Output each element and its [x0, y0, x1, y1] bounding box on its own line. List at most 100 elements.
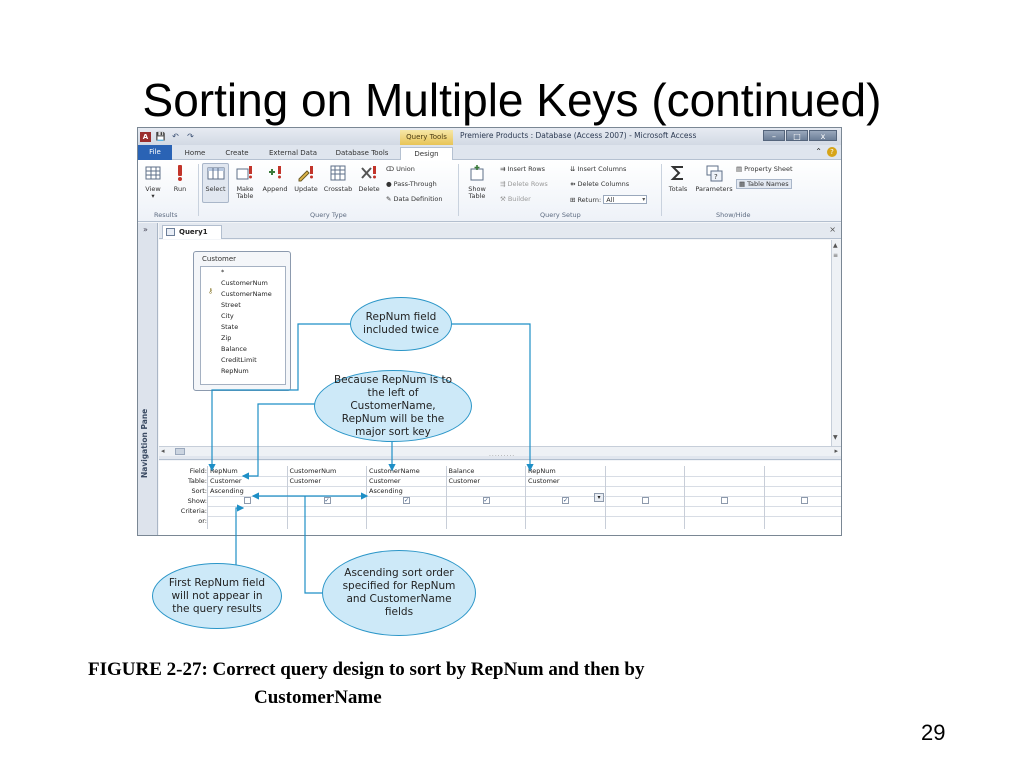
sort-dropdown-icon[interactable]: ▾	[594, 493, 604, 502]
grid-cell-table[interactable]: Customer	[369, 477, 401, 485]
close-button[interactable]: x	[809, 130, 837, 141]
primary-key-icon: ⚷	[208, 287, 214, 295]
parameters-button[interactable]: ? Parameters	[694, 164, 734, 193]
field-list-item[interactable]: State	[221, 323, 239, 331]
show-checkbox[interactable]: ✓	[323, 497, 331, 504]
show-checkbox[interactable]: ✓	[403, 497, 410, 504]
show-checkbox[interactable]	[721, 497, 728, 504]
grid-cell-field[interactable]: RepNum	[528, 467, 556, 475]
show-checkbox[interactable]	[800, 497, 808, 504]
update-button[interactable]: Update	[291, 164, 321, 193]
append-icon	[269, 166, 281, 179]
access-app-icon[interactable]: A	[140, 131, 151, 142]
delete-rows-button[interactable]: ⇶Delete Rows	[500, 180, 548, 188]
totals-button[interactable]: Totals	[665, 164, 691, 193]
scroll-down-icon[interactable]: ▼	[833, 434, 838, 441]
delete-columns-button[interactable]: ⇻Delete Columns	[570, 180, 629, 188]
append-button[interactable]: Append	[260, 164, 290, 193]
scroll-up-icon[interactable]: ▲	[833, 242, 838, 249]
return-select[interactable]: All	[603, 195, 648, 204]
field-list-item[interactable]: Street	[221, 301, 241, 309]
scroll-left-icon[interactable]: ◂	[161, 447, 165, 455]
field-list-item[interactable]: CustomerName	[221, 290, 272, 298]
data-definition-button[interactable]: ✎Data Definition	[386, 195, 443, 203]
grid-cell-sort[interactable]: Ascending	[369, 487, 403, 495]
field-list-item[interactable]: Zip	[221, 334, 232, 342]
tab-database-tools[interactable]: Database Tools	[335, 149, 389, 157]
grid-cell-table[interactable]: Customer	[210, 477, 242, 485]
redo-icon[interactable]: ↷	[187, 131, 194, 141]
callout-first-repnum: First RepNum field will not appear in th…	[152, 563, 282, 629]
tab-home[interactable]: Home	[184, 149, 206, 157]
grid-cell-table[interactable]: Customer	[448, 477, 481, 485]
crosstab-button[interactable]: Crosstab	[322, 164, 354, 193]
show-checkbox[interactable]: ✓	[562, 497, 569, 504]
customer-field-list[interactable]: Customer * ⚷ CustomerNum CustomerName St…	[193, 251, 291, 391]
scroll-right-icon[interactable]: ▸	[834, 447, 838, 455]
tab-query1[interactable]: Query1	[162, 225, 222, 239]
query-tools-context-tab: Query Tools	[400, 130, 453, 145]
field-list-item[interactable]: CustomerNum	[221, 279, 268, 287]
grid-cell-field[interactable]: CustomerName	[369, 467, 420, 475]
design-grid-column[interactable]	[684, 466, 764, 529]
show-checkbox[interactable]	[641, 497, 649, 504]
show-checkbox[interactable]	[244, 497, 251, 504]
grid-cell-table[interactable]: Customer	[528, 477, 560, 485]
field-list-item[interactable]: CreditLimit	[221, 356, 257, 364]
ribbon-help-area: ⌃ ?	[815, 147, 837, 157]
tab-create[interactable]: Create	[225, 149, 249, 157]
show-checkbox[interactable]: ✓	[482, 497, 490, 504]
navigation-pane-label[interactable]: Navigation Pane	[140, 408, 149, 478]
tab-file[interactable]: File	[138, 145, 172, 160]
save-icon[interactable]: 💾	[155, 131, 166, 141]
run-button[interactable]: Run	[169, 164, 191, 193]
vertical-scrollbar[interactable]: ▲ ≡ ▼	[831, 240, 841, 446]
navigation-pane: » Navigation Pane	[138, 223, 158, 535]
builder-button[interactable]: ⚒Builder	[500, 195, 531, 203]
maximize-button[interactable]: □	[786, 130, 808, 141]
view-button[interactable]: View ▾	[142, 164, 164, 200]
design-grid-column[interactable]	[604, 466, 685, 529]
minimize-button[interactable]: –	[763, 130, 785, 141]
delete-query-button[interactable]: Delete	[356, 164, 382, 193]
insert-rows-icon: ⇉	[500, 165, 506, 173]
grid-cell-field[interactable]: Balance	[448, 467, 475, 475]
figure-caption: FIGURE 2-27: Correct query design to sor…	[88, 656, 948, 712]
tab-external-data[interactable]: External Data	[269, 149, 317, 157]
expand-navigation-icon[interactable]: »	[143, 225, 148, 234]
scroll-thumb[interactable]	[175, 448, 185, 455]
tab-design[interactable]: Design	[400, 147, 453, 160]
design-grid-column[interactable]	[763, 466, 842, 529]
field-list-item[interactable]: RepNum	[221, 367, 249, 375]
make-table-button[interactable]: Make Table	[232, 164, 258, 200]
grid-cell-field[interactable]: CustomerNum	[289, 467, 337, 475]
field-list-item[interactable]: City	[221, 312, 234, 320]
field-list-star[interactable]: *	[221, 268, 225, 276]
grid-cell-table[interactable]: Customer	[289, 477, 322, 485]
scroll-thumb-icon[interactable]: ≡	[833, 252, 839, 259]
window-title: Premiere Products : Database (Access 200…	[460, 131, 697, 140]
pass-through-button[interactable]: ●Pass-Through	[386, 180, 437, 188]
collapse-ribbon-icon[interactable]: ⌃	[815, 147, 822, 156]
property-sheet-button[interactable]: ▤Property Sheet	[736, 165, 793, 173]
insert-rows-button[interactable]: ⇉Insert Rows	[500, 165, 545, 173]
undo-icon[interactable]: ↶	[172, 131, 179, 141]
grid-cell-sort[interactable]: Ascending	[210, 487, 244, 495]
grid-cell-field[interactable]: RepNum	[210, 467, 238, 475]
callout-major-sort-key: Because RepNum is to the left of Custome…	[314, 370, 472, 442]
show-table-button[interactable]: Show Table	[464, 164, 490, 200]
select-query-button[interactable]: Select	[202, 163, 229, 203]
close-document-icon[interactable]: ×	[829, 225, 836, 234]
insert-columns-button[interactable]: ⇊Insert Columns	[570, 165, 626, 173]
table-names-button[interactable]: ▦Table Names	[736, 179, 792, 189]
help-icon[interactable]: ?	[827, 147, 837, 157]
pane-splitter[interactable]: ·········	[159, 453, 841, 460]
grid-row-divider	[207, 496, 841, 497]
field-list-item[interactable]: Balance	[221, 345, 247, 353]
